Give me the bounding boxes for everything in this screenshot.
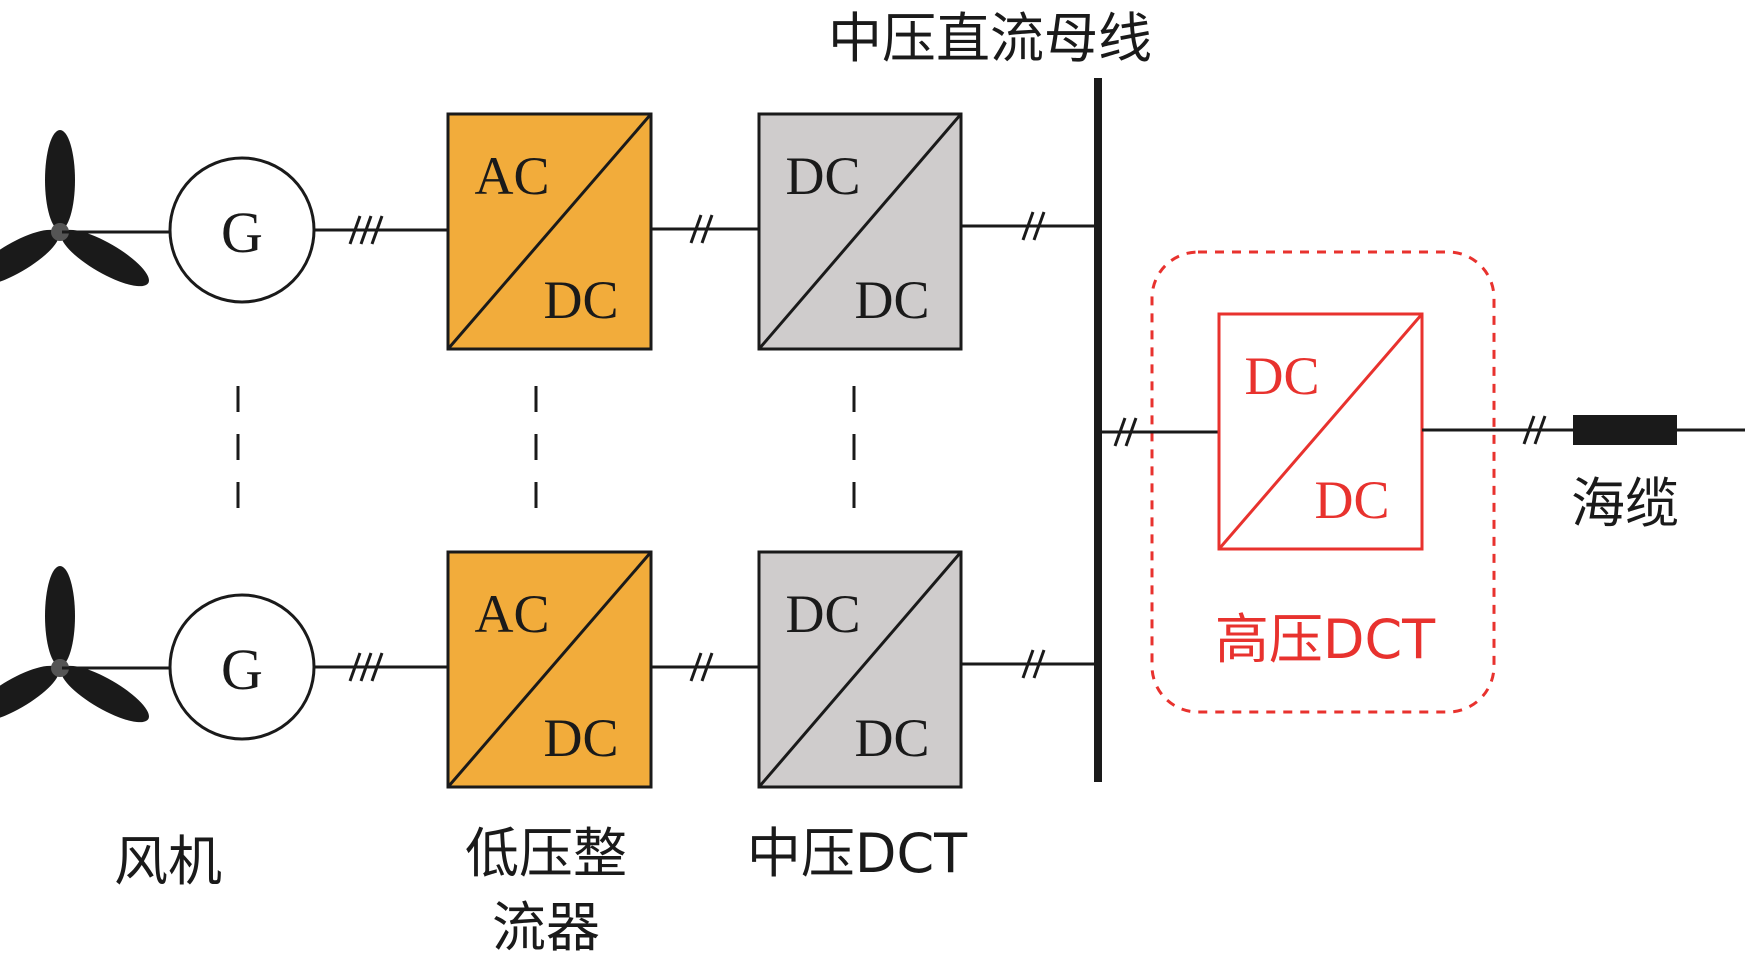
three-phase-mark xyxy=(348,652,384,682)
wind-turbine-icon xyxy=(0,130,149,287)
mv-converter-bottom-text: DC xyxy=(854,270,929,330)
submarine-cable-icon xyxy=(1573,415,1677,445)
hv-converter-bottom-text: DC xyxy=(1314,470,1389,530)
rectifier-top-text: AC xyxy=(474,584,549,644)
branch-top: G AC DC DC DC xyxy=(0,112,1098,351)
submarine-cable-caption: 海缆 xyxy=(1571,472,1679,535)
wind-turbine-icon xyxy=(0,566,149,723)
rectifier-bottom-text: DC xyxy=(543,270,618,330)
mv-converter-top-text: DC xyxy=(785,584,860,644)
converter-diagonal xyxy=(446,551,653,788)
generator-symbol: G xyxy=(221,200,263,265)
lv-rectifier-caption-line1: 低压整 xyxy=(465,822,627,885)
hv-dct-highlight-frame xyxy=(1150,250,1496,714)
two-wire-mark xyxy=(689,652,714,682)
bus-label: 中压直流母线 xyxy=(828,7,1152,70)
converter-diagonal xyxy=(757,551,963,788)
two-wire-mark xyxy=(1021,649,1046,679)
branch-bottom: G AC DC DC DC xyxy=(0,550,1098,789)
generator-symbol: G xyxy=(221,637,263,702)
rectifier-bottom-text: DC xyxy=(543,708,618,768)
mv-dct-caption: 中压DCT xyxy=(747,822,968,885)
converter-diagonal xyxy=(757,113,963,350)
mv-converter-bottom-text: DC xyxy=(854,708,929,768)
two-wire-mark xyxy=(1522,415,1547,445)
two-wire-mark xyxy=(1021,211,1046,241)
hv-converter-top-text: DC xyxy=(1244,346,1319,406)
converter-diagonal xyxy=(446,113,653,350)
repeat-ellipsis xyxy=(236,386,856,520)
three-phase-mark xyxy=(348,215,384,245)
two-wire-mark xyxy=(1113,417,1138,447)
wind-turbine-caption: 风机 xyxy=(114,830,222,893)
lv-rectifier-caption-line2: 流器 xyxy=(492,896,600,959)
mv-converter-top-text: DC xyxy=(785,146,860,206)
rectifier-top-text: AC xyxy=(474,146,549,206)
converter-diagonal xyxy=(1217,313,1424,550)
two-wire-mark xyxy=(689,214,714,244)
hv-dct-caption: 高压DCT xyxy=(1215,608,1436,671)
hv-dct-group: DC DC 高压DCT xyxy=(1098,250,1496,714)
